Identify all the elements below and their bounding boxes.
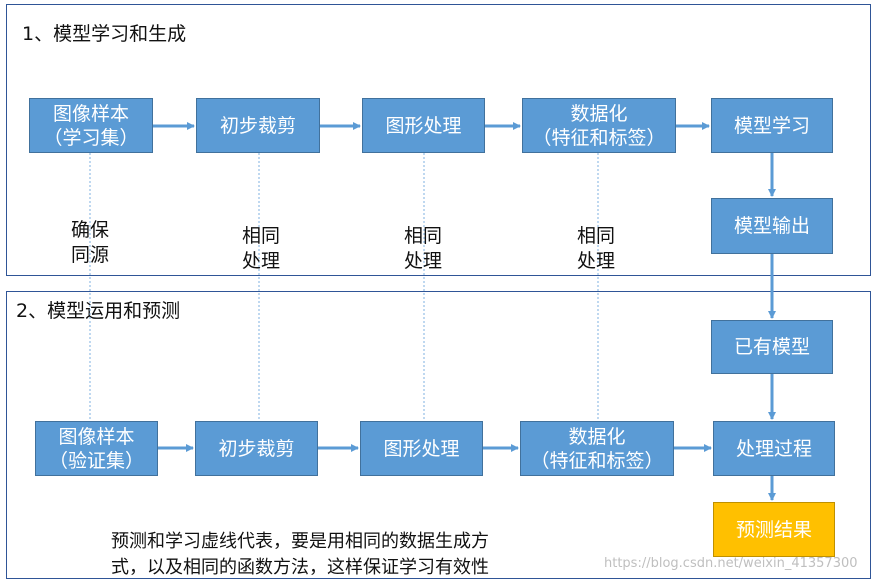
same-source-note: 确保 同源 [60,218,120,268]
existing-model-label: 已有模型 [733,336,810,358]
same-process-note-3-line-1: 相同 [576,225,615,247]
learning-sample-box: 图像样本 （学习集） [29,98,153,153]
prediction-process-box: 图形处理 [360,421,483,476]
learning-digitize-label: 数据化 [570,102,628,125]
same-process-note-1-line-2: 处理 [241,250,280,272]
watermark-url: https://blog.csdn.net/weixin_41357300 [604,556,858,571]
same-process-note-1: 相同 处理 [231,224,291,274]
learning-digitize-sublabel: （特征和标签） [532,126,666,149]
prediction-result-box: 预测结果 [713,502,835,557]
same-process-note-3-line-2: 处理 [576,250,615,272]
learning-sample-label: 图像样本 [52,102,129,125]
model-output-box: 模型输出 [711,198,833,254]
explanation-caption-line-2: 式，以及相同的函数方法，这样保证学习有效性 [111,557,489,578]
learning-digitize-box: 数据化 （特征和标签） [522,98,676,153]
prediction-crop-box: 初步裁剪 [195,421,318,476]
prediction-crop-label: 初步裁剪 [218,437,295,460]
same-process-note-2-line-2: 处理 [403,250,442,272]
explanation-caption-line-1: 预测和学习虚线代表，要是用相同的数据生成方 [111,531,489,552]
learning-process-box: 图形处理 [362,98,485,153]
prediction-digitize-sublabel: （特征和标签） [530,449,664,472]
existing-model-box: 已有模型 [711,320,833,374]
validation-sample-label: 图像样本 [58,425,135,448]
learning-section-title: 1、模型学习和生成 [22,23,187,45]
same-source-note-line-1: 确保 [70,219,109,241]
learning-sample-sublabel: （学习集） [43,126,139,149]
model-learning-label: 模型学习 [733,114,810,137]
same-process-note-3: 相同 处理 [566,224,626,274]
learning-crop-label: 初步裁剪 [219,114,296,137]
same-source-note-line-2: 同源 [70,244,109,266]
same-process-note-2-line-1: 相同 [403,225,442,247]
prediction-section-title: 2、模型运用和预测 [16,300,181,322]
explanation-caption: 预测和学习虚线代表，要是用相同的数据生成方 式，以及相同的函数方法，这样保证学习… [111,529,489,581]
prediction-process-label: 图形处理 [383,437,460,460]
model-output-label: 模型输出 [733,215,810,237]
prediction-digitize-label: 数据化 [568,425,626,448]
learning-section [6,4,871,276]
learning-process-label: 图形处理 [385,114,462,137]
model-learning-box: 模型学习 [711,98,833,153]
prediction-result-label: 预测结果 [735,518,812,541]
process-flow-label: 处理过程 [735,437,812,460]
same-process-note-2: 相同 处理 [393,224,453,274]
process-flow-box: 处理过程 [713,421,835,476]
prediction-digitize-box: 数据化 （特征和标签） [520,421,674,476]
same-process-note-1-line-1: 相同 [241,225,280,247]
validation-sample-sublabel: （验证集） [48,449,144,472]
prediction-section [6,291,871,579]
learning-crop-box: 初步裁剪 [196,98,320,153]
validation-sample-box: 图像样本 （验证集） [35,421,158,476]
